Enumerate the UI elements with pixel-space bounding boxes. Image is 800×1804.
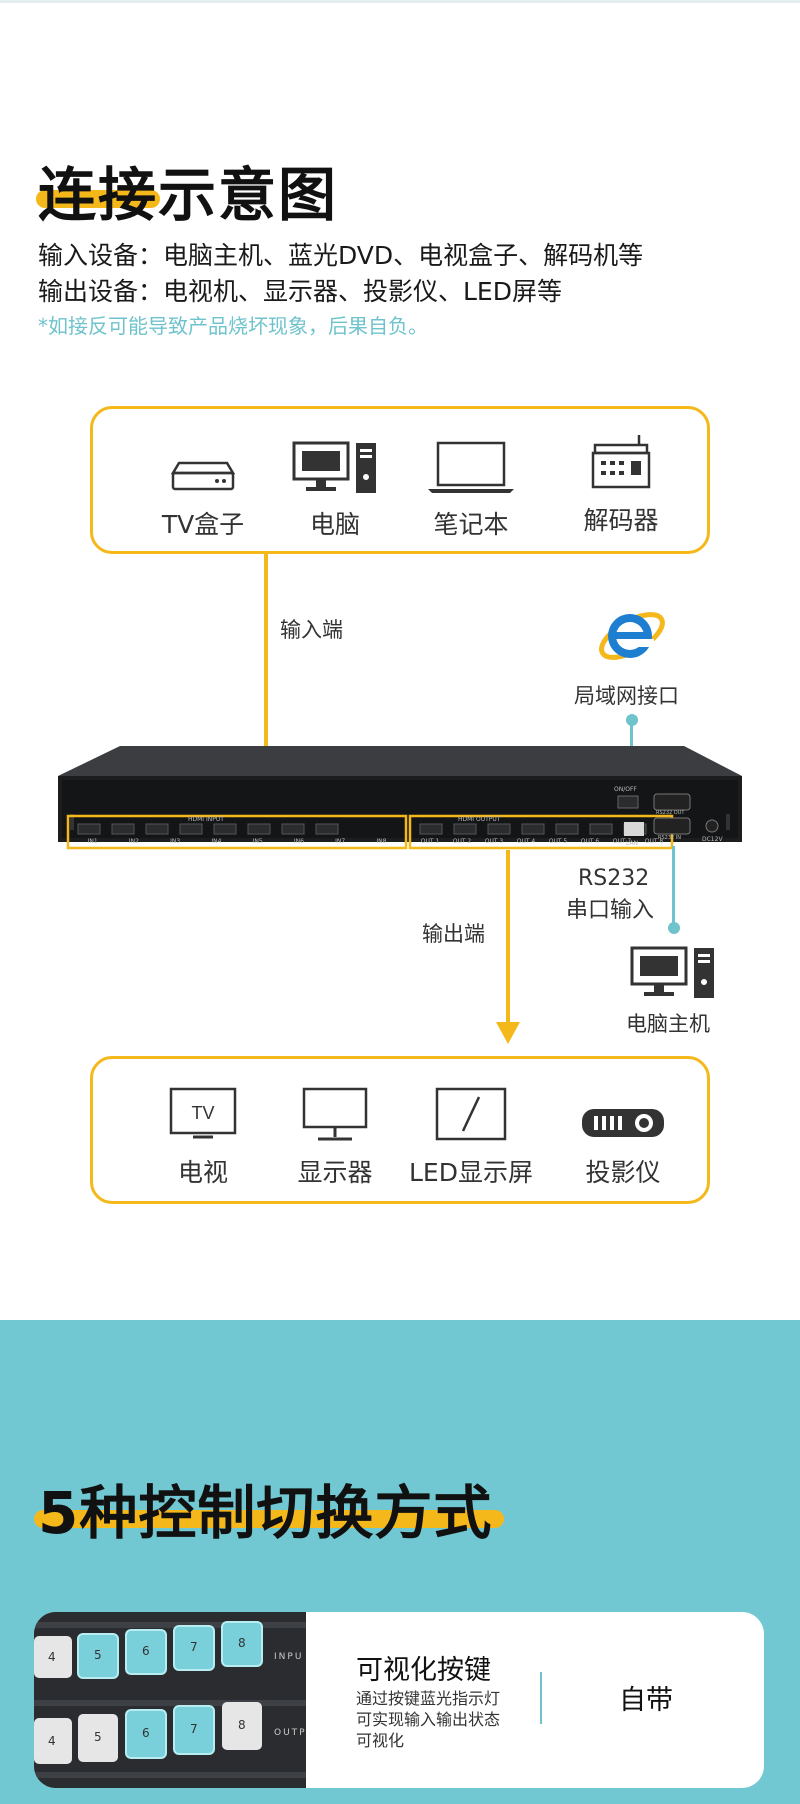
projector-icon xyxy=(553,1081,693,1143)
input-source-computer: 电脑 xyxy=(265,433,405,541)
output-arrow-line xyxy=(506,850,510,1026)
key-label: 7 xyxy=(190,1722,198,1736)
monitor-icon xyxy=(265,1081,405,1143)
control-title: 5种控制切换方式 xyxy=(38,1479,493,1547)
input-source-label: TV盒子 xyxy=(161,510,245,539)
desktop-computer-icon xyxy=(265,433,405,495)
output-target-led-screen: LED显示屏 xyxy=(401,1081,541,1189)
top-divider xyxy=(0,0,800,3)
card-value: 自带 xyxy=(619,1685,673,1716)
port-label: IN6 xyxy=(293,838,304,845)
input-port-label: 输入端 xyxy=(280,618,343,642)
port-label: IN1 xyxy=(87,838,98,845)
power-switch-label: ON/OFF xyxy=(614,786,637,793)
card-separator xyxy=(540,1672,542,1724)
output-targets-box: TV 电视 显示器 LED显示屏 xyxy=(90,1056,710,1204)
host-computer-label: 电脑主机 xyxy=(626,1012,710,1036)
hdmi-output-header: HDMI OUTPUT xyxy=(458,816,501,823)
card-desc-line: 通过按键蓝光指示灯 xyxy=(356,1689,501,1708)
title-highlight xyxy=(34,1510,504,1528)
input-port-labels: IN1 IN2 IN3 IN4 IN5 IN6 IN7 IN8 xyxy=(72,838,402,845)
svg-text:TV: TV xyxy=(191,1103,214,1123)
input-source-label: 解码器 xyxy=(583,506,659,535)
port-label: IN8 xyxy=(376,838,387,845)
port-label: IN5 xyxy=(252,838,263,845)
port-label: OUT 5 xyxy=(548,838,568,845)
key-label: 7 xyxy=(190,1640,198,1654)
warning-note: *如接反可能导致产品烧坏现象，后果自负。 xyxy=(38,314,428,338)
key-label: 4 xyxy=(48,1734,56,1748)
connection-section: 连接示意图 输入设备：电脑主机、蓝光DVD、电视盒子、解码机等 输出设备：电视机… xyxy=(0,0,800,1204)
dc-power-label: DC12V xyxy=(702,836,723,843)
input-sources-box: TV盒子 电脑 xyxy=(90,406,710,554)
output-port-label: 输出端 xyxy=(422,922,485,946)
port-label: OUT 4 xyxy=(516,838,536,845)
card-description: 通过按键蓝光指示灯 可实现输入输出状态 可视化 xyxy=(356,1688,500,1751)
input-row-label: INPU xyxy=(274,1652,304,1662)
control-section: 5种控制切换方式 4 5 6 7 8 xyxy=(0,1320,800,1804)
input-source-decoder: 解码器 xyxy=(551,429,691,537)
card-title: 可视化按键 xyxy=(356,1655,491,1686)
input-source-label: 笔记本 xyxy=(433,510,509,539)
key-label: 6 xyxy=(142,1644,150,1658)
output-target-label: 电视 xyxy=(177,1158,228,1187)
led-screen-icon xyxy=(401,1081,541,1143)
port-label: OUT 7 xyxy=(612,838,632,845)
key-label: 5 xyxy=(94,1730,102,1744)
input-arrow-line xyxy=(264,554,268,766)
port-label: IN4 xyxy=(211,838,222,845)
lan-port-label: LAN xyxy=(626,840,639,847)
rs232-connector-line xyxy=(672,846,675,926)
host-computer-icon xyxy=(630,946,716,1004)
port-label: OUT 6 xyxy=(580,838,600,845)
lan-label: 局域网接口 xyxy=(574,684,679,708)
output-target-label: 显示器 xyxy=(297,1158,373,1187)
output-target-label: LED显示屏 xyxy=(409,1158,533,1187)
internet-explorer-icon xyxy=(596,598,668,674)
key-label: 4 xyxy=(48,1650,56,1664)
port-label: IN3 xyxy=(170,838,181,845)
key-label: 8 xyxy=(238,1636,246,1650)
rs232-serial-label: 串口输入 xyxy=(566,898,655,923)
matrix-switcher-device: HDMI INPUT HDMI OUTPUT IN1 IN2 IN3 IN4 I… xyxy=(58,744,742,854)
port-label: OUT 2 xyxy=(452,838,472,845)
decoder-icon xyxy=(551,429,691,491)
port-label: IN2 xyxy=(128,838,139,845)
tv-icon: TV xyxy=(133,1081,273,1143)
button-panel-photo: 4 5 6 7 8 4 5 6 7 8 INPU OUTP xyxy=(34,1612,306,1788)
rs232-out-label: RS232 OUT xyxy=(656,810,685,816)
input-source-laptop: 笔记本 xyxy=(401,433,541,541)
key-label: 6 xyxy=(142,1726,150,1740)
key-label: 8 xyxy=(238,1718,246,1732)
hdmi-input-header: HDMI INPUT xyxy=(188,816,224,823)
rs232-in-label: RS232 IN xyxy=(658,835,681,841)
rs232-label: RS232 xyxy=(578,866,650,891)
laptop-icon xyxy=(401,433,541,495)
input-source-label: 电脑 xyxy=(309,510,360,539)
output-target-tv: TV 电视 xyxy=(133,1081,273,1189)
key-label: 5 xyxy=(94,1648,102,1662)
output-target-projector: 投影仪 xyxy=(553,1081,693,1189)
port-label: IN7 xyxy=(335,838,346,845)
input-source-tv-box: TV盒子 xyxy=(133,433,273,541)
port-label: OUT 8 xyxy=(644,838,664,845)
connection-title: 连接示意图 xyxy=(38,161,339,229)
output-target-label: 投影仪 xyxy=(585,1158,661,1187)
port-label: OUT 1 xyxy=(420,838,440,845)
title-highlight xyxy=(36,190,160,208)
rs232-connector-dot xyxy=(668,922,680,934)
input-devices-line: 输入设备：电脑主机、蓝光DVD、电视盒子、解码机等 xyxy=(38,241,644,270)
output-arrow-head xyxy=(496,1022,520,1044)
output-port-labels: OUT 1 OUT 2 OUT 3 OUT 4 OUT 5 OUT 6 OUT … xyxy=(414,838,670,845)
card-desc-line: 可实现输入输出状态 xyxy=(356,1710,501,1729)
port-label: OUT 3 xyxy=(484,838,504,845)
card-desc-line: 可视化 xyxy=(356,1731,405,1750)
control-method-card: 4 5 6 7 8 4 5 6 7 8 INPU OUTP 可视化按键 通过按键… xyxy=(34,1612,764,1788)
tv-box-icon xyxy=(133,433,273,495)
output-target-monitor: 显示器 xyxy=(265,1081,405,1189)
output-devices-line: 输出设备：电视机、显示器、投影仪、LED屏等 xyxy=(38,277,562,306)
output-row-label: OUTP xyxy=(274,1728,307,1738)
